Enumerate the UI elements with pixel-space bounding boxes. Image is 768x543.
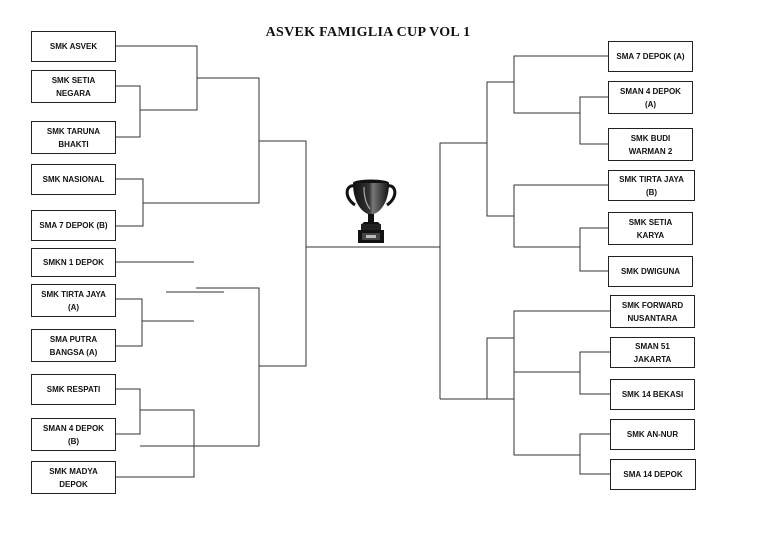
team-left-7: SMK TIRTA JAYA (A) — [31, 284, 116, 317]
team-right-4: SMK TIRTA JAYA (B) — [608, 170, 695, 201]
team-name: SMK ASVEK — [49, 42, 98, 51]
right-connector-11 — [486, 337, 514, 399]
team-left-2: SMK SETIA NEGARA — [31, 70, 116, 103]
team-name-line2: DEPOK — [59, 479, 88, 489]
right-connector-2 — [579, 96, 608, 145]
right-connector-5 — [440, 310, 610, 400]
team-right-2: SMAN 4 DEPOK (A) — [608, 81, 693, 114]
left-connector-11 — [143, 77, 260, 204]
team-name: SMAN 4 DEPOK — [620, 86, 681, 96]
team-left-9: SMK RESPATI — [31, 374, 116, 405]
team-name: SMK FORWARD — [621, 300, 684, 310]
team-left-10: SMAN 4 DEPOK (B) — [31, 418, 116, 451]
team-name: SMA PUTRA — [49, 334, 98, 344]
left-connector-12 — [259, 140, 307, 367]
team-left-6: SMKN 1 DEPOK — [31, 248, 116, 277]
team-right-5: SMK SETIA KARYA — [608, 212, 693, 245]
team-name: SMK SETIA — [628, 217, 673, 227]
left-connector-9 — [116, 388, 141, 435]
team-right-9: SMK 14 BEKASI — [610, 379, 695, 410]
team-name-line2: BHAKTI — [58, 139, 89, 149]
right-connector-1 — [513, 55, 608, 114]
team-name-line2: JAKARTA — [633, 354, 672, 364]
team-name: SMK RESPATI — [46, 385, 101, 394]
team-right-3: SMK BUDI WARMAN 2 — [608, 128, 693, 161]
team-name-line2: NEGARA — [56, 88, 91, 98]
team-name: SMK TIRTA JAYA — [41, 289, 106, 299]
team-name: SMK SETIA — [51, 75, 96, 85]
trophy-icon — [345, 179, 397, 243]
left-connector-8 — [140, 287, 260, 447]
right-connector-6 — [579, 351, 610, 395]
team-right-11: SMA 14 DEPOK — [610, 459, 696, 490]
team-name-line2: BANGSA (A) — [49, 347, 98, 357]
team-left-4: SMK NASIONAL — [31, 164, 116, 195]
team-name: SMK DWIGUNA — [620, 267, 681, 276]
team-name: SMKN 1 DEPOK — [43, 258, 104, 267]
team-name-line2: NUSANTARA — [627, 313, 678, 323]
team-name-line2: (A) — [67, 302, 80, 312]
team-name-line2: (A) — [644, 99, 657, 109]
team-right-6: SMK DWIGUNA — [608, 256, 693, 287]
team-name: SMAN 51 — [635, 341, 670, 351]
team-name: SMK MADYA — [49, 466, 98, 476]
team-name: SMK BUDI — [630, 133, 671, 143]
right-connector-7 — [579, 433, 610, 475]
left-connector-2 — [116, 85, 141, 138]
team-name: SMA 14 DEPOK — [623, 470, 683, 479]
left-connector-10 — [116, 409, 195, 478]
team-name: SMK NASIONAL — [42, 175, 105, 184]
team-right-1: SMA 7 DEPOK (A) — [608, 41, 693, 72]
team-left-5: SMA 7 DEPOK (B) — [31, 210, 116, 241]
team-right-10: SMK AN-NUR — [610, 419, 695, 450]
team-name: SMA 7 DEPOK (A) — [616, 52, 685, 61]
team-name-line2: KARYA — [636, 230, 665, 240]
team-name-line2: (B) — [645, 187, 658, 197]
tournament-title: ASVEK FAMIGLIA CUP VOL 1 — [265, 25, 471, 40]
team-right-8: SMAN 51 JAKARTA — [610, 337, 695, 368]
team-name: SMK TIRTA JAYA — [619, 174, 684, 184]
right-connector-10 — [439, 142, 487, 399]
team-name: SMA 7 DEPOK (B) — [39, 221, 108, 230]
right-connector-4 — [579, 227, 608, 272]
team-name-line2: WARMAN 2 — [628, 146, 673, 156]
team-left-3: SMK TARUNA BHAKTI — [31, 121, 116, 154]
team-name: SMAN 4 DEPOK — [43, 423, 104, 433]
team-name-line2: (B) — [67, 436, 80, 446]
right-connector-9 — [486, 81, 514, 217]
left-connector-1 — [116, 45, 198, 111]
left-connector-5 — [116, 298, 143, 347]
left-connector-3 — [116, 178, 144, 227]
right-connector-3 — [513, 184, 608, 248]
team-name: SMK 14 BEKASI — [621, 390, 684, 399]
team-left-1: SMK ASVEK — [31, 31, 116, 62]
team-name: SMK TARUNA — [46, 126, 101, 136]
team-left-11: SMK MADYA DEPOK — [31, 461, 116, 494]
team-name: SMK AN-NUR — [626, 430, 679, 439]
team-right-7: SMK FORWARD NUSANTARA — [610, 295, 695, 328]
right-connector-8 — [513, 371, 580, 456]
team-left-8: SMA PUTRA BANGSA (A) — [31, 329, 116, 362]
